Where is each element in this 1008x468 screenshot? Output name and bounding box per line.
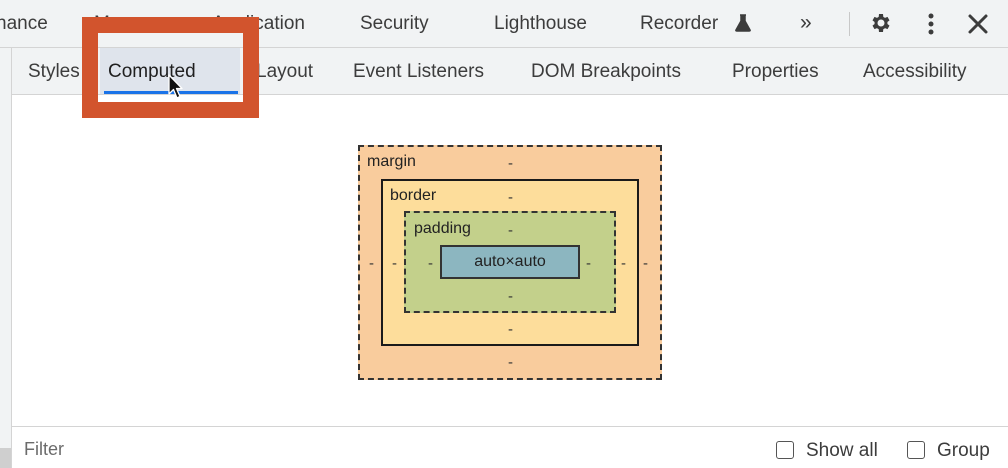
border-bottom-value[interactable]: - [508,321,513,338]
margin-label: margin [367,153,416,170]
tab-performance[interactable]: nance [0,13,48,34]
margin-top-value[interactable]: - [508,155,513,172]
tab-application[interactable]: Application [212,13,305,34]
more-options-icon[interactable] [921,11,941,37]
filter-bar: Show all Group [12,426,1008,468]
padding-left-value[interactable]: - [428,255,433,272]
toolbar-divider [849,12,850,36]
flask-icon [735,14,751,32]
padding-label: padding [414,220,471,237]
tab-layout[interactable]: Layout [256,61,314,82]
tab-event-listeners[interactable]: Event Listeners [353,61,484,82]
top-tab-bar: nance Memory Application Security Lighth… [0,0,1008,48]
tab-computed[interactable]: Computed [108,61,196,82]
show-all-checkbox[interactable] [776,441,794,459]
tab-accessibility[interactable]: Accessibility [863,61,967,82]
margin-bottom-value[interactable]: - [508,354,513,371]
active-tab-underline [104,91,238,94]
group-label: Group [937,440,990,461]
tab-dom-breakpoints[interactable]: DOM Breakpoints [531,61,681,82]
padding-bottom-value[interactable]: - [508,288,513,305]
close-icon[interactable] [967,13,989,35]
padding-right-value[interactable]: - [586,255,591,272]
gutter-resize-handle[interactable] [0,448,11,468]
tab-lighthouse[interactable]: Lighthouse [494,13,587,34]
border-left-value[interactable]: - [392,255,397,272]
border-right-value[interactable]: - [621,255,626,272]
box-model-content[interactable]: auto×auto [440,245,580,279]
border-label: border [390,187,437,204]
tab-memory[interactable]: Memory [94,13,163,34]
tab-recorder[interactable]: Recorder [640,13,719,34]
margin-left-value[interactable]: - [369,255,374,272]
tab-properties[interactable]: Properties [732,61,819,82]
left-gutter [0,48,12,468]
gear-icon[interactable] [869,11,893,35]
show-all-label: Show all [806,440,878,461]
border-top-value[interactable]: - [508,189,513,206]
tab-security[interactable]: Security [360,13,429,34]
padding-top-value[interactable]: - [508,222,513,239]
more-tabs-button[interactable]: » [800,11,812,34]
group-checkbox[interactable] [907,441,925,459]
filter-input[interactable] [24,437,724,461]
tab-styles[interactable]: Styles [28,61,80,82]
margin-right-value[interactable]: - [643,255,648,272]
